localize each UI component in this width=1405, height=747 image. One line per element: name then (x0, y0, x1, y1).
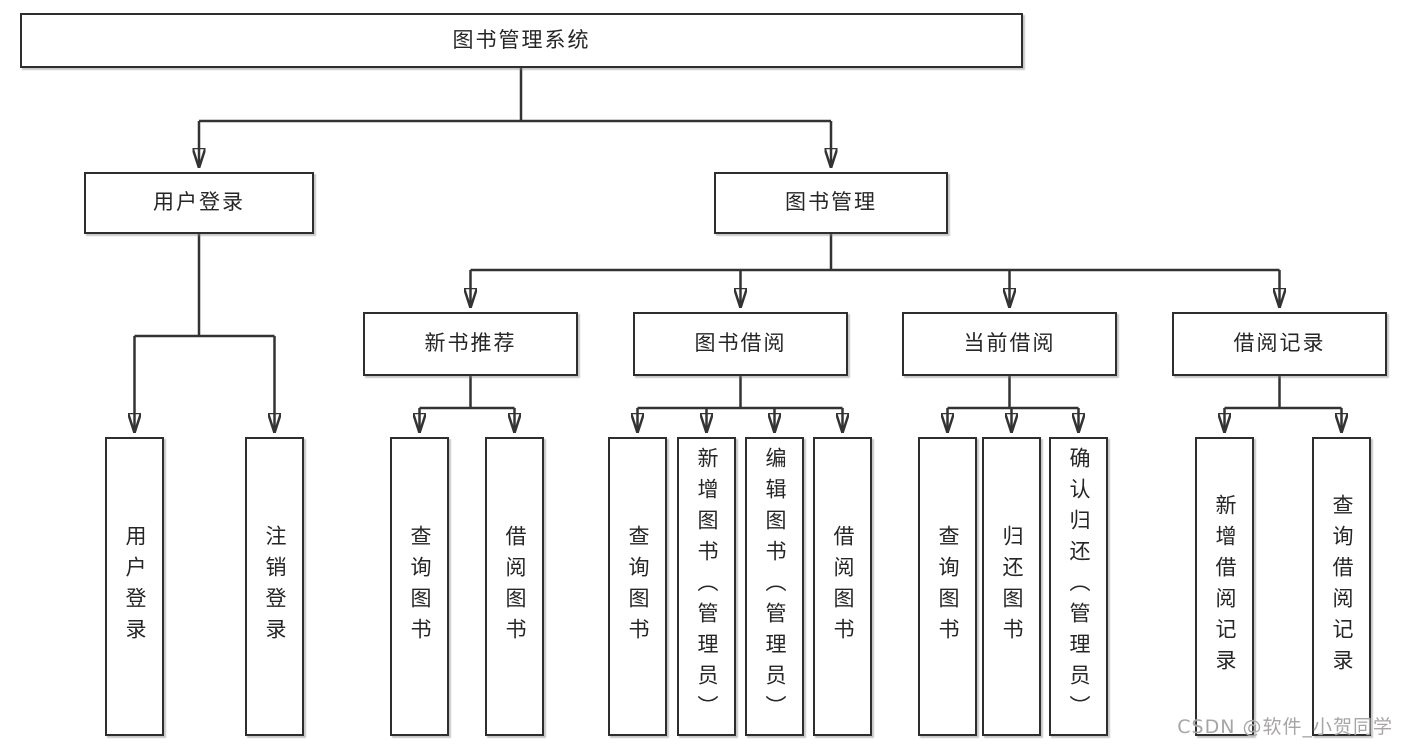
leaf-borrowing-borrow-book: 借阅图书 (813, 437, 872, 736)
leaf-label: 借阅图书 (503, 524, 527, 649)
leaf-borrowing-add-book-admin: 新增图书（管理员） (677, 437, 736, 736)
node-root-system: 图书管理系统 (20, 13, 1023, 68)
leaf-label: 新增图书（管理员） (695, 447, 719, 726)
node-new-book-recommend: 新书推荐 (363, 312, 578, 376)
leaf-label: 查询图书 (626, 524, 650, 649)
leaf-label: 查询图书 (936, 524, 960, 649)
leaf-label: 借阅图书 (831, 524, 855, 649)
leaf-borrowing-query-book: 查询图书 (608, 437, 667, 736)
leaf-label: 归还图书 (1000, 524, 1024, 649)
leaf-records-add-record: 新增借阅记录 (1195, 437, 1254, 736)
leaf-label: 查询借阅记录 (1330, 493, 1354, 680)
leaf-current-confirm-return-admin: 确认归还（管理员） (1049, 437, 1108, 736)
node-book-management-module: 图书管理 (714, 172, 948, 234)
leaf-label: 确认归还（管理员） (1067, 447, 1091, 726)
leaf-label: 注销登录 (263, 524, 287, 649)
leaf-borrowing-edit-book-admin: 编辑图书（管理员） (745, 437, 804, 736)
node-current-borrowing: 当前借阅 (902, 312, 1117, 376)
leaf-current-return-book: 归还图书 (982, 437, 1041, 736)
leaf-current-query-book: 查询图书 (918, 437, 977, 736)
leaf-logout: 注销登录 (245, 437, 304, 736)
leaf-label: 查询图书 (408, 524, 432, 649)
leaf-newrec-query-book: 查询图书 (390, 437, 449, 736)
node-user-login-module: 用户登录 (84, 172, 314, 234)
leaf-newrec-borrow-book: 借阅图书 (485, 437, 544, 736)
leaf-label: 新增借阅记录 (1213, 493, 1237, 680)
node-borrowing-records: 借阅记录 (1172, 312, 1387, 376)
csdn-watermark: CSDN @软件_小贺同学 (1177, 716, 1393, 738)
node-book-borrowing: 图书借阅 (633, 312, 848, 376)
leaf-label: 编辑图书（管理员） (763, 447, 787, 726)
leaf-label: 用户登录 (123, 524, 147, 649)
leaf-records-query-record: 查询借阅记录 (1312, 437, 1371, 736)
leaf-user-login: 用户登录 (105, 437, 164, 736)
